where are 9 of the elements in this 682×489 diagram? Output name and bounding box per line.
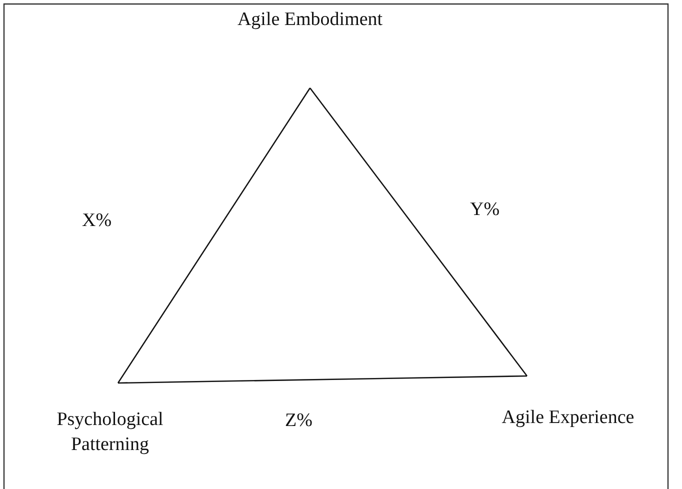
- edge-label: Y%: [470, 199, 500, 221]
- edge-label: Z%: [285, 410, 312, 432]
- triangle-side: [309, 88, 528, 376]
- vertex-label: Psychological Patterning: [20, 408, 200, 458]
- edge-label: X%: [82, 210, 112, 232]
- vertex-label: Agile Embodiment: [210, 8, 410, 33]
- vertex-label: Agile Experience: [478, 406, 658, 431]
- triangle-side: [118, 375, 528, 384]
- triangle-side: [117, 88, 311, 384]
